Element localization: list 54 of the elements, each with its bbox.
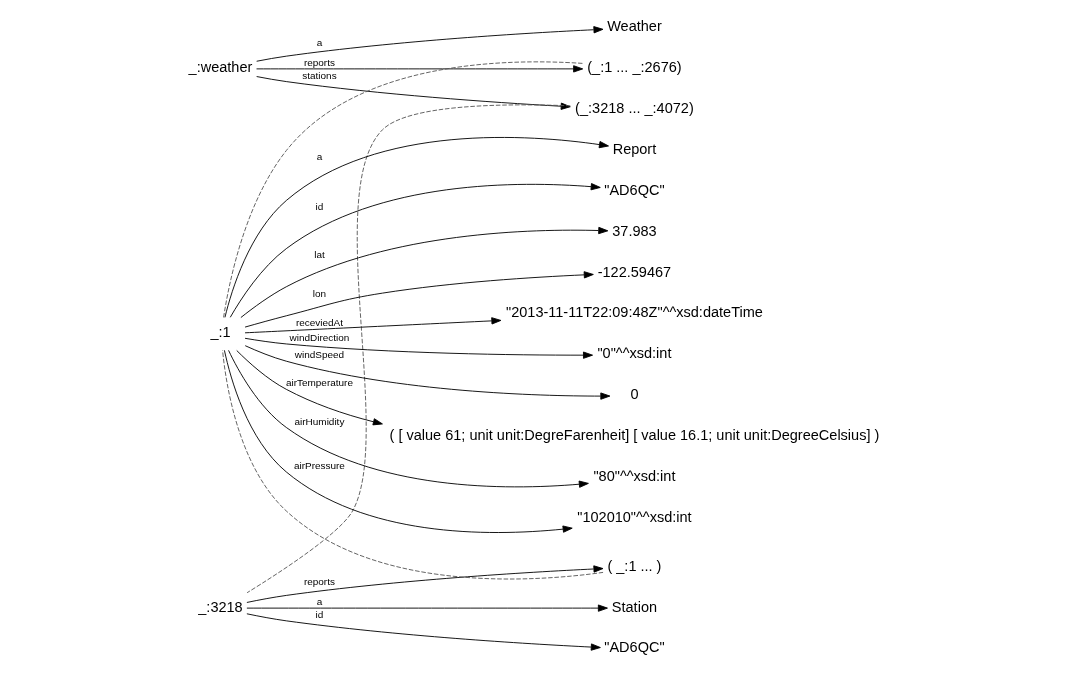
node-text: "2013-11-11T22:09:48Z"^^xsd:dateTime bbox=[506, 304, 763, 321]
arrow bbox=[223, 349, 573, 533]
node-text: (_:3218 ... _:4072) bbox=[575, 100, 694, 117]
arrow bbox=[244, 317, 502, 334]
node-text: 37.983 bbox=[612, 222, 657, 239]
arrow bbox=[256, 76, 571, 110]
edge-label: airHumidity bbox=[294, 415, 345, 427]
node-text: "102010"^^xsd:int bbox=[577, 508, 692, 525]
node-text: "0"^^xsd:int bbox=[597, 345, 672, 362]
arrow bbox=[256, 65, 584, 73]
arrow bbox=[229, 183, 601, 318]
edge-label: lon bbox=[312, 287, 327, 299]
edge-label: windSpeed bbox=[294, 349, 345, 361]
edge-label: lat bbox=[314, 249, 325, 261]
arrow bbox=[236, 350, 383, 426]
connector bbox=[246, 104, 571, 594]
arrow bbox=[244, 337, 593, 359]
node-text: _:1 bbox=[210, 324, 231, 341]
node-text: "80"^^xsd:int bbox=[593, 467, 676, 484]
node-text: _:weather bbox=[188, 59, 253, 76]
edge-label: airPressure bbox=[293, 460, 345, 472]
arrow bbox=[244, 345, 611, 400]
node-text: ( [ value 61; unit unit:DegreFarenheit] [ value 16.1; unit unit:DegreeCelsius] ) bbox=[389, 426, 880, 443]
node-text: "AD6QC" bbox=[604, 181, 665, 198]
arrow bbox=[256, 26, 604, 62]
edge-label: airTemperature bbox=[285, 377, 353, 389]
arrow bbox=[246, 565, 604, 603]
arrow bbox=[246, 613, 601, 651]
edge-label: reports bbox=[303, 576, 335, 588]
arrow bbox=[240, 226, 609, 318]
node-text: -122.59467 bbox=[597, 263, 672, 280]
node-text: ( _:1 ... ) bbox=[607, 557, 662, 574]
edge-label: stations bbox=[302, 69, 337, 81]
edge-label: receviedAt bbox=[295, 316, 343, 328]
node-text: Report bbox=[612, 141, 657, 158]
edge-label: a bbox=[316, 596, 323, 608]
node-text: Station bbox=[611, 598, 658, 615]
node-text: (_:1 ... _:2676) bbox=[587, 59, 682, 76]
connector bbox=[223, 61, 583, 318]
node-text: _:3218 bbox=[198, 598, 243, 615]
node-text: Weather bbox=[607, 18, 662, 35]
edge-label: windDirection bbox=[289, 332, 350, 344]
arrow bbox=[228, 349, 589, 488]
node-text: "AD6QC" bbox=[604, 639, 665, 656]
edge-label: id bbox=[315, 201, 324, 213]
arrow bbox=[246, 604, 608, 612]
arrow bbox=[244, 271, 594, 328]
edge-label: reports bbox=[303, 56, 335, 68]
arrow bbox=[224, 137, 609, 318]
edge-label: id bbox=[315, 608, 324, 620]
edge-label: a bbox=[316, 37, 323, 48]
connector bbox=[222, 349, 604, 580]
edge-label: a bbox=[316, 151, 323, 163]
node-text: 0 bbox=[630, 386, 639, 403]
